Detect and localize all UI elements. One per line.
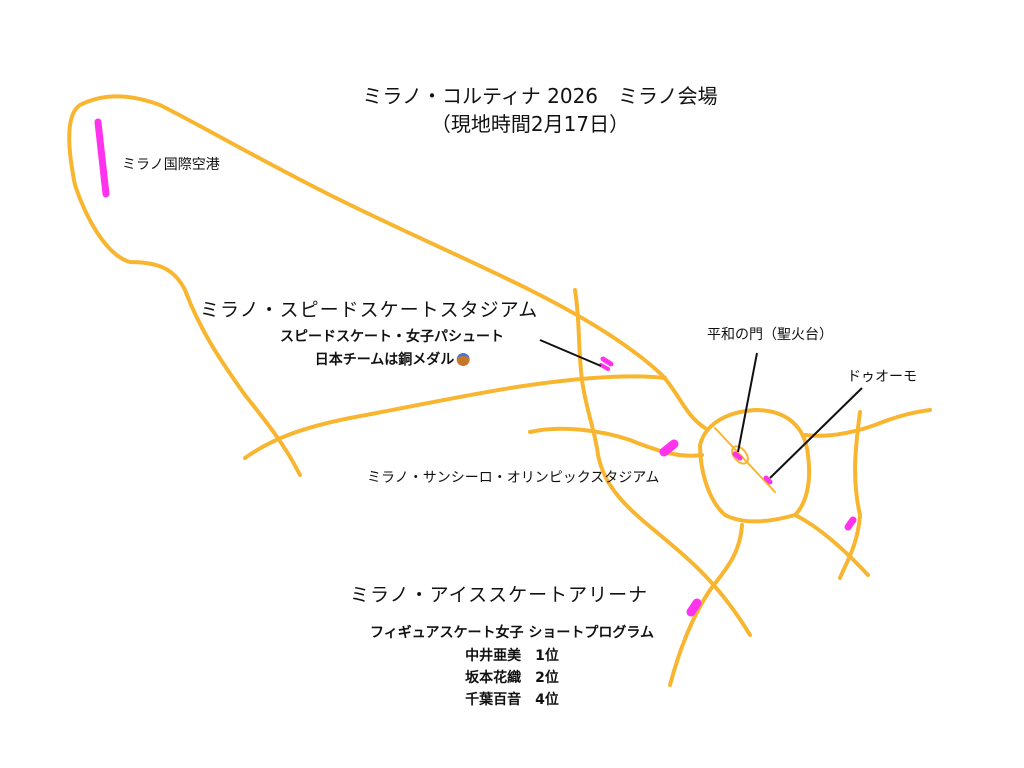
road-ring bbox=[698, 408, 812, 524]
result-row: 千葉百音 4位 bbox=[465, 692, 559, 708]
bronze-medal-icon bbox=[456, 353, 470, 366]
san-siro-marker[interactable] bbox=[659, 439, 679, 457]
speed-result: 日本チームは銅メダル bbox=[315, 349, 470, 371]
map-title: ミラノ・コルティナ 2026 ミラノ会場 bbox=[362, 84, 718, 108]
speed-result-text: 日本チームは銅メダル bbox=[314, 352, 455, 368]
road-sansiro bbox=[528, 426, 704, 458]
figure-event-label: フィギュアスケート女子 ショートプログラム bbox=[370, 625, 654, 641]
speed-stadium-marker[interactable] bbox=[600, 356, 614, 367]
peace-gate-marker[interactable] bbox=[732, 451, 743, 461]
speed-stadium-label: ミラノ・スピードスケートスタジアム bbox=[200, 299, 539, 321]
duomo-marker[interactable] bbox=[763, 475, 773, 485]
result-row: 中井亜美 1位 bbox=[465, 648, 559, 664]
speed-pointer-line bbox=[539, 339, 602, 367]
result-row: 坂本花織 2位 bbox=[465, 670, 559, 686]
ice-arena-label: ミラノ・アイススケートアリーナ bbox=[350, 584, 649, 606]
duomo-label: ドゥオーモ bbox=[847, 369, 917, 385]
east-venue-marker bbox=[844, 516, 857, 531]
map-date: （現地時間2月17日） bbox=[430, 112, 630, 136]
road-southeast bbox=[793, 513, 870, 577]
road-speedskate bbox=[243, 374, 667, 460]
speed-stadium-marker-2 bbox=[599, 363, 610, 371]
duomo-pointer-line bbox=[769, 387, 863, 479]
airport-marker[interactable] bbox=[94, 118, 110, 198]
road-south bbox=[668, 523, 744, 687]
san-siro-label: ミラノ・サンシーロ・オリンピックスタジアム bbox=[367, 470, 660, 486]
road-oval bbox=[731, 445, 749, 465]
ice-arena-marker[interactable] bbox=[686, 598, 702, 617]
road-duomo-axis bbox=[714, 427, 776, 493]
peace-gate-pointer-line bbox=[737, 352, 758, 453]
speed-event-label: スピードスケート・女子パシュート bbox=[280, 329, 504, 345]
road-loop bbox=[67, 94, 707, 477]
peace-gate-label: 平和の門（聖火台） bbox=[707, 327, 833, 343]
road-east-vertical bbox=[838, 410, 862, 580]
airport-label: ミラノ国際空港 bbox=[122, 157, 220, 173]
road-east bbox=[803, 408, 932, 438]
